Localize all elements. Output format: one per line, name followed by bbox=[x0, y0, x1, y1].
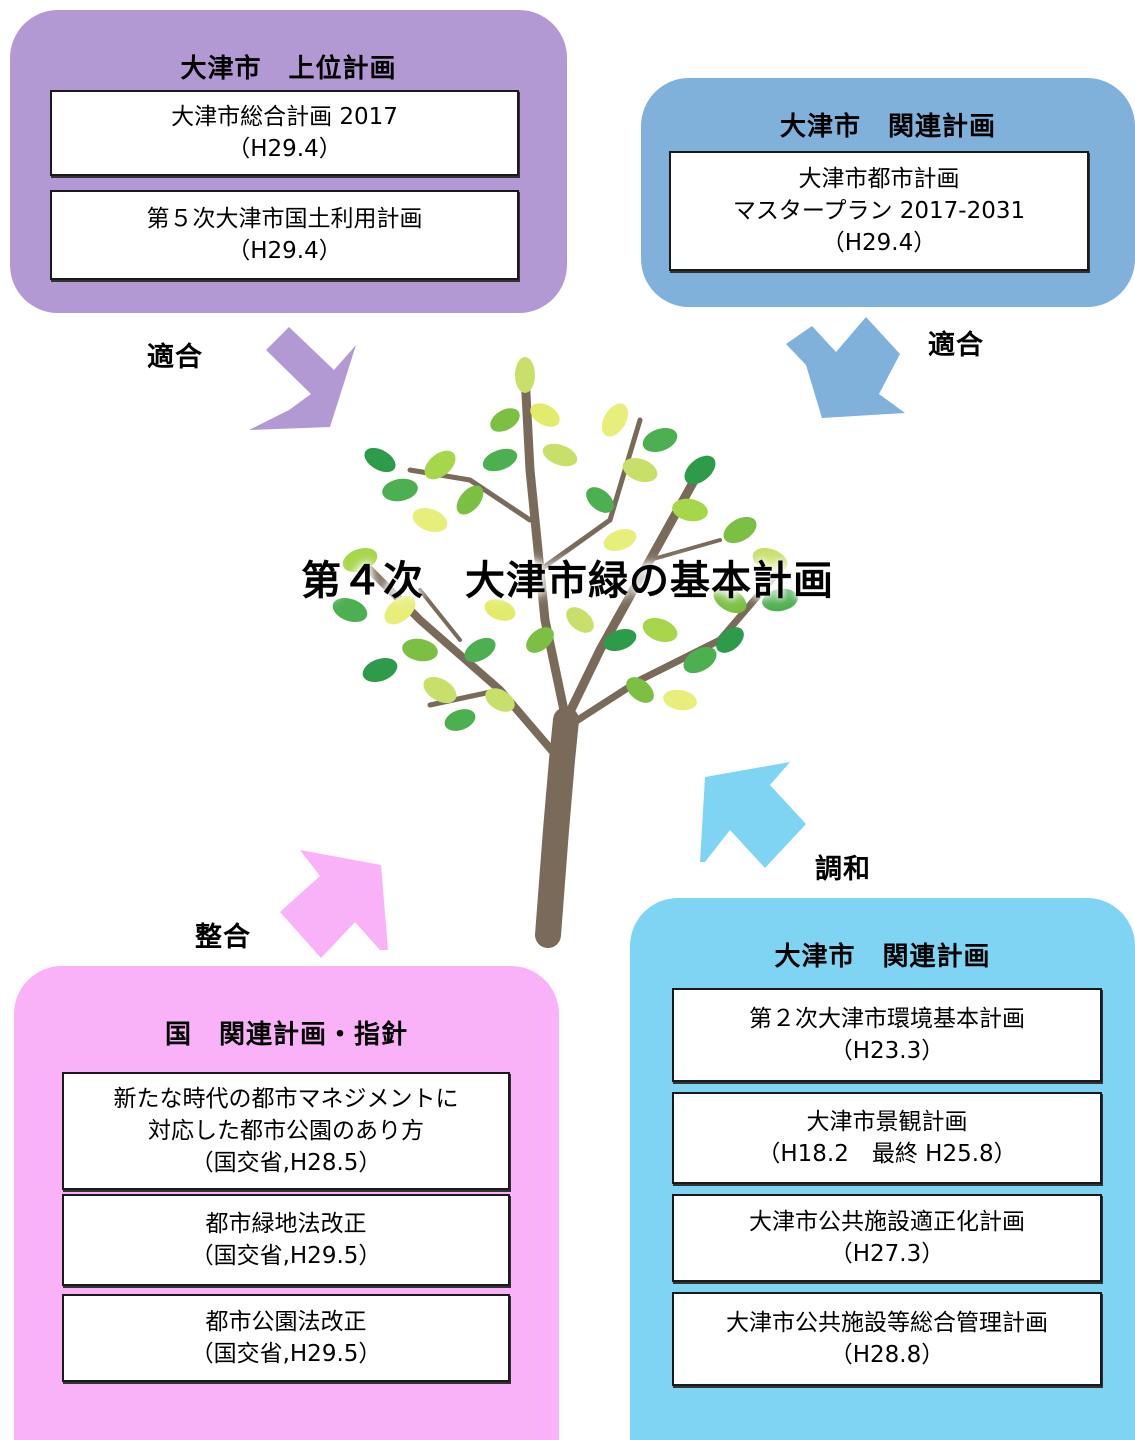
tree-trunk-icon bbox=[356, 370, 784, 948]
plan-date: （国交省,H28.5） bbox=[190, 1150, 382, 1176]
arrow-related-top-to-center bbox=[786, 317, 905, 418]
plan-name: 第２次大津市環境基本計画 bbox=[749, 1006, 1025, 1032]
relation-label-related-bottom: 調和 bbox=[815, 854, 871, 885]
plan-name: 都市緑地法改正 bbox=[205, 1211, 367, 1237]
plan-date: （国交省,H29.5） bbox=[190, 1341, 382, 1367]
plan-box: 大津市公共施設等総合管理計画 （H28.8） bbox=[672, 1292, 1102, 1386]
plan-date: （H29.4） bbox=[227, 238, 342, 264]
plan-name: 大津市景観計画 bbox=[806, 1109, 968, 1135]
plan-date: （H29.4） bbox=[821, 230, 937, 256]
plan-box: 大津市景観計画 （H18.2 最終 H25.8） bbox=[672, 1092, 1102, 1184]
relation-label-upper: 適合 bbox=[147, 342, 203, 373]
group-related-bottom: 大津市 関連計画 第２次大津市環境基本計画 （H23.3） 大津市景観計画 （H… bbox=[630, 898, 1135, 1440]
plan-name: 大津市公共施設等総合管理計画 bbox=[726, 1310, 1048, 1336]
plan-box: 大津市公共施設適正化計画 （H27.3） bbox=[672, 1194, 1102, 1282]
tree-leaves-icon bbox=[332, 357, 798, 731]
group-national: 国 関連計画・指針 新たな時代の都市マネジメントに 対応した都市公園のあり方 （… bbox=[14, 966, 559, 1440]
group-upper-title: 大津市 上位計画 bbox=[180, 54, 397, 84]
group-national-title: 国 関連計画・指針 bbox=[164, 1020, 408, 1050]
plan-date: （H18.2 最終 H25.8） bbox=[757, 1141, 1017, 1167]
group-upper-plans: 大津市 上位計画 大津市総合計画 2017 （H29.4） 第５次大津市国土利用… bbox=[10, 10, 567, 313]
group-related-top-title: 大津市 関連計画 bbox=[779, 112, 996, 142]
plan-box: 新たな時代の都市マネジメントに 対応した都市公園のあり方 （国交省,H28.5） bbox=[62, 1072, 510, 1190]
arrow-national-to-center bbox=[280, 850, 388, 958]
relation-label-national: 整合 bbox=[195, 922, 251, 953]
plan-name: 新たな時代の都市マネジメントに bbox=[113, 1086, 459, 1112]
plan-box: 第２次大津市環境基本計画 （H23.3） bbox=[672, 988, 1102, 1082]
plan-name-2: マスタープラン 2017-2031 bbox=[732, 198, 1026, 224]
plan-date: （国交省,H29.5） bbox=[190, 1243, 382, 1269]
plan-box: 大津市総合計画 2017 （H29.4） bbox=[50, 90, 519, 176]
plan-name-2: 対応した都市公園のあり方 bbox=[148, 1118, 424, 1144]
plan-date: （H23.3） bbox=[829, 1038, 945, 1064]
plan-name: 大津市総合計画 2017 bbox=[171, 104, 398, 130]
group-related-bottom-title: 大津市 関連計画 bbox=[774, 942, 991, 972]
plan-name: 都市公園法改正 bbox=[205, 1309, 367, 1335]
group-related-top: 大津市 関連計画 大津市都市計画 マスタープラン 2017-2031 （H29.… bbox=[641, 78, 1135, 307]
plan-box: 都市公園法改正 （国交省,H29.5） bbox=[62, 1294, 510, 1382]
plan-name: 大津市公共施設適正化計画 bbox=[749, 1209, 1025, 1235]
plan-box: 大津市都市計画 マスタープラン 2017-2031 （H29.4） bbox=[669, 151, 1089, 271]
center-plan-title: 第４次 大津市緑の基本計画 bbox=[301, 558, 834, 604]
arrow-related-bottom-to-center bbox=[700, 762, 806, 868]
plan-date: （H29.4） bbox=[227, 136, 342, 162]
plan-date: （H28.8） bbox=[829, 1342, 945, 1368]
plan-date: （H27.3） bbox=[829, 1241, 945, 1267]
relation-label-related-top: 適合 bbox=[928, 330, 984, 361]
plan-box: 都市緑地法改正 （国交省,H29.5） bbox=[62, 1194, 510, 1286]
plan-name: 大津市都市計画 bbox=[798, 166, 960, 192]
arrow-upper-to-center bbox=[249, 327, 356, 430]
plan-name: 第５次大津市国土利用計画 bbox=[146, 206, 423, 232]
plan-box: 第５次大津市国土利用計画 （H29.4） bbox=[50, 190, 519, 280]
